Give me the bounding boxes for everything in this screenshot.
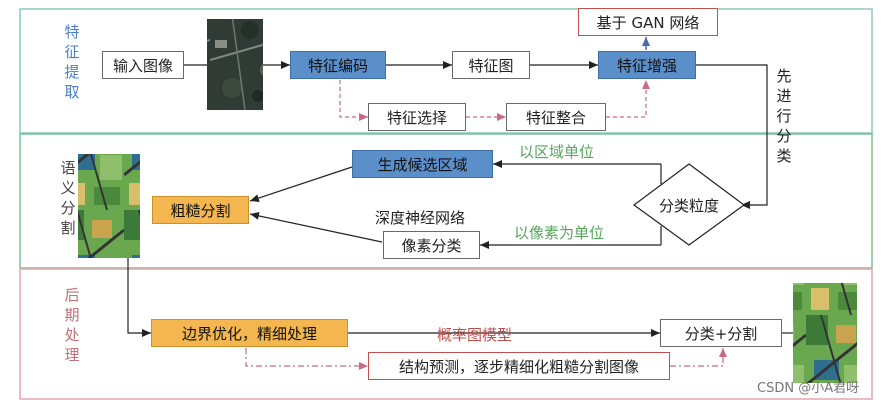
- label-pixel-unit: 以像素为单位: [514, 224, 605, 242]
- node-boundary-optimize: 边界优化，精细处理: [151, 319, 348, 347]
- node-feature-select: 特征选择: [368, 103, 466, 131]
- edge-pixels-coarse: [249, 211, 383, 243]
- node-classify-granularity: 分类粒度: [658, 196, 719, 215]
- label-classify-first: 先进行分类: [776, 67, 792, 165]
- node-generate-regions: 生成候选区域: [352, 150, 493, 178]
- section-title-post-processing: 后期处理: [64, 286, 80, 364]
- granularity-diamond: [632, 163, 746, 246]
- result-thumbnail: [793, 283, 857, 383]
- edge-boundary-structure: [245, 348, 368, 370]
- node-feature-fusion: 特征整合: [506, 103, 606, 131]
- edge-regions-coarse: [249, 166, 353, 202]
- section-title-semantic-segmentation: 语义分割: [60, 159, 76, 237]
- label-region-unit: 以区域单位: [519, 143, 595, 161]
- edge-encoding-select: [339, 80, 368, 121]
- node-gan-network: 基于 GAN 网络: [578, 8, 718, 36]
- edge-enhance-granularity: [696, 64, 768, 209]
- node-coarse-segmentation: 粗糙分割: [152, 196, 249, 224]
- node-structure-predict: 结构预测，逐步精细化粗糙分割图像: [368, 352, 670, 380]
- edge-structure-result: [670, 348, 727, 367]
- edge-fusion-enhance: [606, 80, 650, 118]
- label-probability-model: 概率图模型: [437, 326, 513, 344]
- label-deep-network: 深度神经网络: [375, 209, 466, 227]
- node-feature-encoding: 特征编码: [290, 51, 386, 79]
- node-feature-map: 特征图: [452, 51, 530, 79]
- section-title-feature-extraction: 特征提取: [64, 23, 80, 101]
- edge-coarse-boundary: [127, 258, 151, 337]
- input-image-thumbnail: [207, 19, 263, 110]
- node-input-image: 输入图像: [102, 51, 184, 79]
- node-feature-enhance: 特征增强: [598, 51, 696, 79]
- node-pixel-classification: 像素分类: [383, 231, 480, 259]
- watermark: CSDN @小A君呀: [757, 381, 860, 396]
- node-classify-segment: 分类+分割: [660, 319, 782, 347]
- segmentation-thumbnail: [78, 154, 140, 258]
